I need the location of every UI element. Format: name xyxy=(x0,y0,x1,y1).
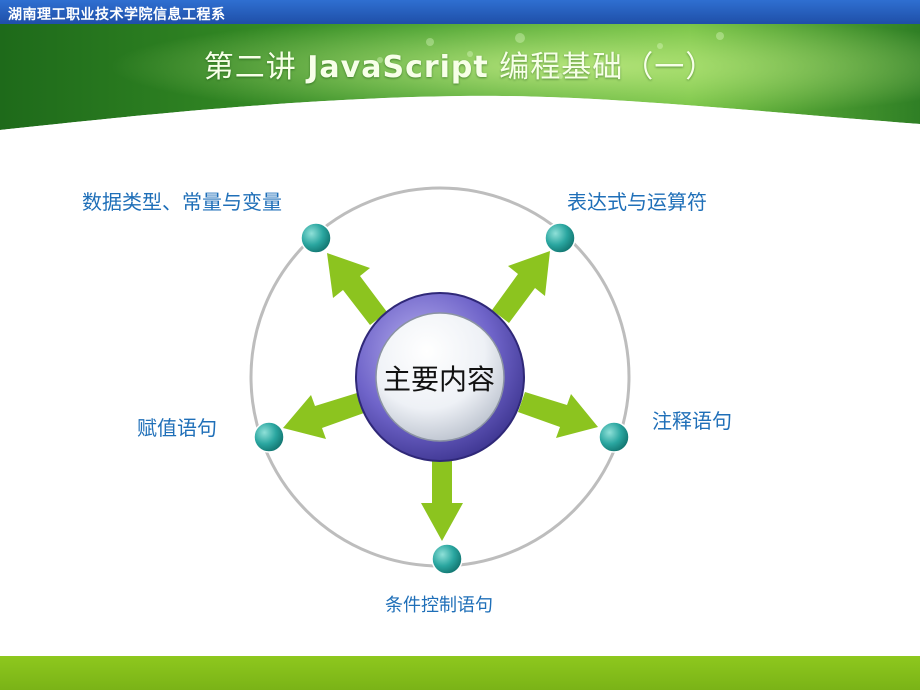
arrow-bottom xyxy=(421,452,463,541)
node-right xyxy=(598,421,630,453)
title-suffix: 编程基础（一） xyxy=(499,50,717,85)
footer-bar xyxy=(0,656,920,690)
node-upper-left xyxy=(300,222,332,254)
label-conditional: 条件控制语句 xyxy=(385,595,493,616)
label-expressions: 表达式与运算符 xyxy=(567,190,707,214)
label-comments: 注释语句 xyxy=(652,409,732,433)
center-label: 主要内容 xyxy=(382,363,495,396)
header-text: 湖南理工职业技术学院信息工程系 xyxy=(8,7,226,23)
label-assignment: 赋值语句 xyxy=(137,416,217,440)
arrow-upper-left xyxy=(327,253,387,325)
arrow-upper-right xyxy=(492,251,550,323)
banner-leaf-background xyxy=(0,24,920,134)
title-javascript: JavaScript xyxy=(307,50,489,85)
title-prefix: 第二讲 xyxy=(203,50,297,85)
arrow-right xyxy=(518,392,598,438)
node-upper-right xyxy=(544,222,576,254)
label-data-types: 数据类型、常量与变量 xyxy=(82,190,282,214)
arrow-left xyxy=(283,393,364,439)
header-bar: 湖南理工职业技术学院信息工程系 xyxy=(0,0,920,24)
node-left xyxy=(253,421,285,453)
slide-title: 第二讲 JavaScript 编程基础（一） xyxy=(0,42,920,86)
node-bottom xyxy=(431,543,463,575)
center-inner-disc xyxy=(375,312,505,442)
